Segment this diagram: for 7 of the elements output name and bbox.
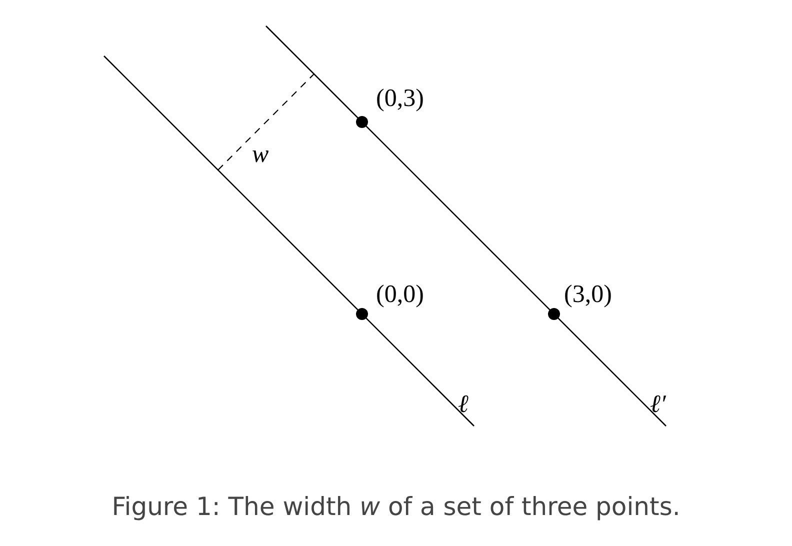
point-label: (0,0) [376, 282, 424, 307]
line-label: ℓ [458, 392, 468, 417]
point-label: (3,0) [564, 282, 612, 307]
point-label: (0,3) [376, 86, 424, 111]
line-label: ℓ′ [650, 392, 666, 417]
width-label: w [252, 142, 269, 167]
figure-caption: Figure 1: The width w of a set of three points. [110, 492, 682, 521]
